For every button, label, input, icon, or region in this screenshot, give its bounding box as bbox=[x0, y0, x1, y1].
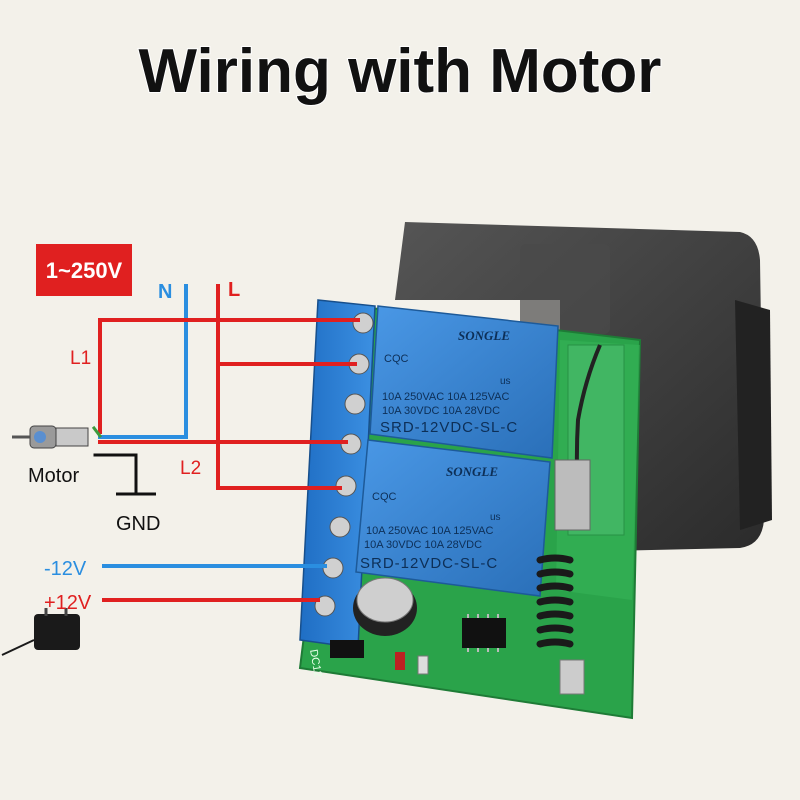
ic-chip-icon bbox=[330, 614, 585, 695]
relay-2-cert: CQC bbox=[372, 491, 397, 503]
wire-green bbox=[91, 425, 103, 439]
terminal-screw-1[interactable] bbox=[352, 312, 374, 334]
relay-1: SONGLE CQC us 10A 250VAC 10A 125VAC 10A … bbox=[369, 305, 559, 459]
relay-2-rating-a: 10A 250VAC 10A 125VAC bbox=[366, 525, 493, 537]
label-minus12: -12V bbox=[44, 558, 87, 580]
wire-gnd bbox=[93, 453, 138, 496]
antenna-coil-icon bbox=[536, 554, 574, 648]
label-l1: L1 bbox=[70, 348, 91, 369]
relay-1-model: SRD-12VDC-SL-C bbox=[380, 419, 518, 436]
label-plus12: +12V bbox=[44, 592, 92, 614]
relay-1-cert: CQC bbox=[384, 353, 409, 365]
motor-icon bbox=[12, 425, 89, 449]
power-adapter-icon bbox=[1, 608, 80, 656]
terminal-screws bbox=[314, 312, 374, 617]
voltage-badge-text: 1~250V bbox=[46, 258, 123, 283]
terminal-screw-6[interactable] bbox=[329, 516, 351, 538]
relay-2-brand: SONGLE bbox=[446, 464, 498, 479]
rf-module bbox=[554, 344, 625, 536]
label-l2: L2 bbox=[180, 458, 201, 479]
relay-2: SONGLE CQC us 10A 250VAC 10A 125VAC 10A … bbox=[355, 439, 551, 597]
terminal-screw-3[interactable] bbox=[344, 393, 366, 415]
relay-1-ul: us bbox=[500, 376, 511, 387]
wire-l1 bbox=[98, 318, 360, 434]
wire-neutral bbox=[98, 284, 188, 439]
label-motor: Motor bbox=[28, 465, 79, 487]
capacitor-icon bbox=[353, 577, 417, 636]
relay-2-model: SRD-12VDC-SL-C bbox=[360, 555, 498, 572]
wires bbox=[91, 284, 360, 602]
relay-1-rating-a: 10A 250VAC 10A 125VAC bbox=[382, 391, 509, 403]
board-label: DC12 bbox=[307, 648, 324, 678]
relay-2-rating-b: 10A 30VDC 10A 28VDC bbox=[364, 539, 482, 551]
relay-1-brand: SONGLE bbox=[458, 328, 510, 343]
relay-1-rating-b: 10A 30VDC 10A 28VDC bbox=[382, 405, 500, 417]
voltage-badge: 1~250V bbox=[36, 244, 132, 296]
label-line: L bbox=[228, 279, 240, 301]
label-gnd: GND bbox=[116, 513, 160, 535]
relay-2-ul: us bbox=[490, 512, 501, 523]
label-neutral: N bbox=[158, 281, 172, 303]
wire-line bbox=[216, 284, 342, 490]
page-title: Wiring with Motor bbox=[139, 37, 662, 106]
